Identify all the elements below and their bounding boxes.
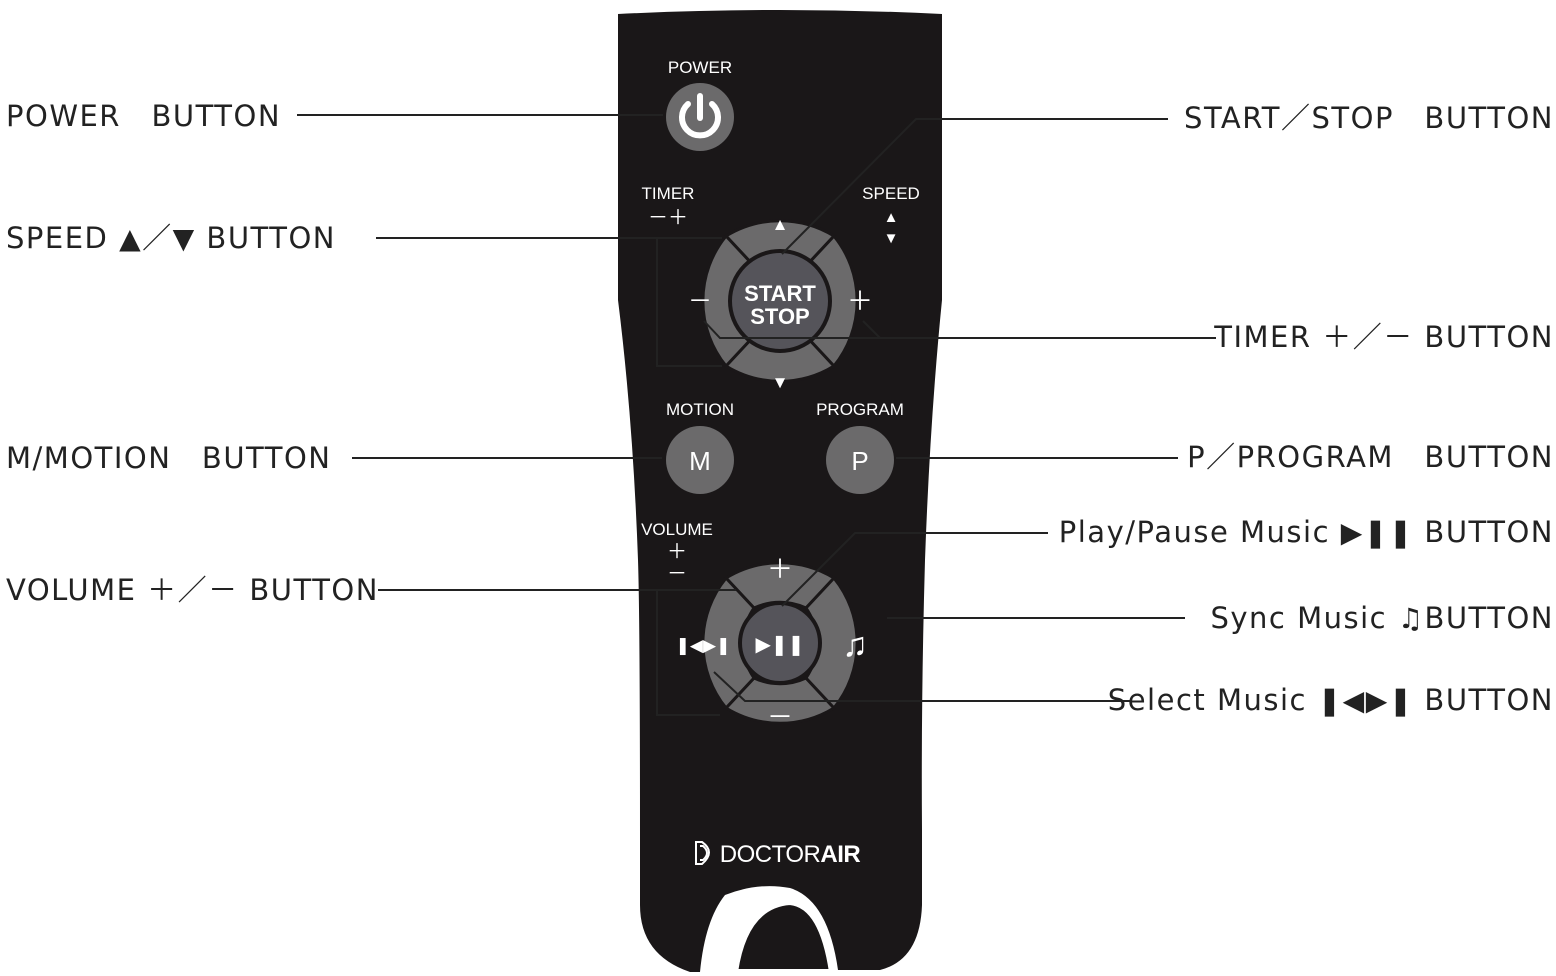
remote-strap-slot [731, 898, 836, 975]
leader-start-stop [781, 118, 1168, 255]
leader-play-pause [781, 532, 1048, 607]
callout-timer-button: TIMER ＋／－ BUTTON [1214, 320, 1554, 354]
skip-track-callout-icon: ❚◀▶❚ [1317, 684, 1414, 717]
motion-button-shape [666, 426, 734, 494]
callout-play-pause-button: Play/Pause Music ▶❚❚ BUTTON [1059, 514, 1554, 551]
timer-plus-icon: ＋ [847, 286, 873, 316]
callout-play-pause-suffix: BUTTON [1413, 515, 1554, 549]
callout-motion-button: M/MOTION BUTTON [6, 441, 332, 475]
callout-power-button: POWER BUTTON [6, 99, 282, 133]
power-label: POWER [668, 58, 732, 77]
timer-label: TIMER [642, 184, 695, 203]
callout-speed-prefix: SPEED [6, 221, 120, 255]
doctorair-logo-mark [695, 841, 710, 865]
motion-key-letter: M [689, 446, 711, 476]
brand-regular: DOCTOR [720, 841, 821, 868]
program-key-letter: P [851, 446, 868, 476]
music-volume-dpad [701, 561, 859, 725]
select-music-icon: ❚◀▶❚ [676, 636, 731, 656]
callout-sync-prefix: Sync Music [1210, 601, 1398, 635]
volume-minus-sign: － [667, 563, 687, 585]
leader-volume-bracket [656, 589, 736, 716]
timer-signs: －＋ [648, 207, 688, 229]
callout-volume-button: VOLUME ＋／－ BUTTON [6, 573, 379, 607]
play-pause-callout-icon: ▶❚❚ [1340, 516, 1414, 549]
speed-up-indicator: ▲ [884, 209, 899, 226]
start-stop-label-2: STOP [750, 304, 810, 329]
volume-label: VOLUME [641, 520, 713, 539]
motion-label: MOTION [666, 400, 734, 419]
callout-start-stop-button: START／STOP BUTTON [1184, 101, 1554, 135]
play-pause-icon: ▶❚❚ [756, 634, 805, 656]
program-label: PROGRAM [816, 400, 904, 419]
sync-music-icon: ♫ [842, 626, 868, 664]
volume-down-icon: － [767, 702, 793, 732]
leader-select [713, 671, 1130, 702]
callout-sync-suffix: BUTTON [1424, 601, 1554, 635]
timer-minus-icon: － [688, 288, 712, 315]
leader-timer-minus [703, 320, 880, 339]
power-icon [679, 93, 721, 139]
callout-play-pause-prefix: Play/Pause Music [1058, 515, 1341, 549]
speed-label: SPEED [862, 184, 920, 203]
callout-program-button: P／PROGRAM BUTTON [1187, 440, 1554, 474]
callout-speed-sep: ／ [142, 221, 173, 255]
music-note-callout-icon: ♫ [1397, 602, 1425, 635]
speed-down-indicator: ▼ [884, 230, 899, 247]
leader-lines [297, 114, 1216, 716]
speed-down-arrow-icon: ▼ [772, 373, 789, 392]
leader-speed-bracket [656, 237, 722, 367]
callout-select-music-button: Select Music ❚◀▶❚ BUTTON [1108, 682, 1554, 719]
speed-up-arrow-icon: ▲ [772, 215, 789, 234]
callout-speed-button: SPEED ▲／▼ BUTTON [6, 220, 336, 257]
callout-speed-suffix: BUTTON [195, 221, 336, 255]
program-button-shape [826, 426, 894, 494]
speed-up-icon: ▲ [119, 222, 143, 255]
volume-up-icon: ＋ [767, 554, 793, 584]
brand-bold: AIR [820, 841, 860, 868]
volume-plus-sign: ＋ [667, 541, 687, 563]
callout-select-prefix: Select Music [1107, 683, 1318, 717]
brand-wordmark: DOCTORAIR [720, 841, 861, 868]
remote-body [618, 10, 942, 972]
callout-sync-music-button: Sync Music ♫BUTTON [1210, 600, 1554, 637]
start-stop-label-1: START [744, 281, 816, 306]
speed-down-icon: ▼ [172, 222, 196, 255]
callout-select-suffix: BUTTON [1413, 683, 1554, 717]
